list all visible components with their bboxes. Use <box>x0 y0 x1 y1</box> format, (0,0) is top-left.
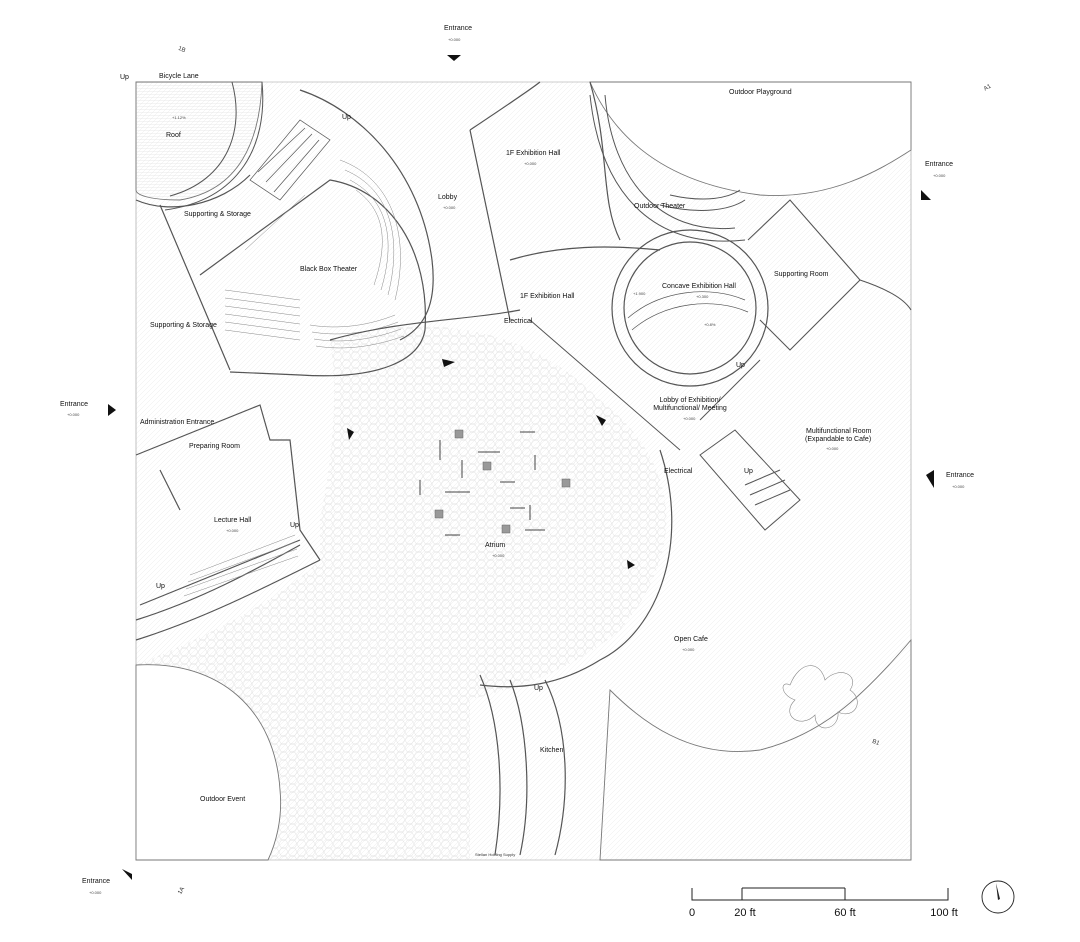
concave-slope: +0.8% <box>704 322 716 327</box>
concave-exhibition-hall-label: Concave Exhibition Hall <box>662 283 736 290</box>
entrance-left-label: Entrance <box>60 401 89 408</box>
outdoor-event-label: Outdoor Event <box>200 796 246 803</box>
outdoor-theater-label: Outdoor Theater <box>634 203 686 210</box>
entrance-bottom-left-label: Entrance <box>82 878 111 885</box>
scale-label-20: 20 ft <box>734 907 756 919</box>
entrance-left-elev: +0.000 <box>67 412 80 417</box>
multifunctional-room-label: Multifunctional Room <box>806 428 872 435</box>
administration-entrance-label: Administration Entrance <box>140 419 215 426</box>
bicycle-lane-band <box>164 81 264 211</box>
entrance-top-label: Entrance <box>444 25 473 32</box>
up-concave-label: Up <box>736 362 745 369</box>
open-cafe-label: Open Cafe <box>674 636 708 643</box>
up-lecture-1-label: Up <box>290 522 299 529</box>
black-box-theater-label: Black Box Theater <box>300 266 358 273</box>
theater-stairs <box>249 119 331 201</box>
lobby-elev: +0.000 <box>443 205 456 210</box>
outdoor-playground-label: Outdoor Playground <box>729 89 792 96</box>
atrium-display-lines <box>419 431 545 536</box>
concave-elev-2: +1.900 <box>633 291 646 296</box>
exhibition-hall-1f-top-label: 1F Exhibition Hall <box>506 150 561 157</box>
lobby-label: Lobby <box>438 194 458 201</box>
up-kitchen-label: Up <box>534 685 543 692</box>
atrium-wall <box>479 449 673 688</box>
exhibition-walls <box>299 81 661 341</box>
scale-label-100: 100 ft <box>930 907 958 919</box>
outdoor-theater-ring <box>589 94 746 242</box>
entrance-bottom-left-elev: +0.000 <box>89 890 102 895</box>
exhibition-hall-1f-top-elev: +0.000 <box>524 161 537 166</box>
outdoor-voids <box>135 81 912 861</box>
roof-elev: +1.12% <box>172 115 186 120</box>
multifunctional-elev: +0.000 <box>826 446 839 451</box>
lecture-hall-label: Lecture Hall <box>214 517 252 524</box>
black-box-theater-walls <box>135 174 427 377</box>
electrical-1-label: Electrical <box>504 318 533 325</box>
supporting-room-label: Supporting Room <box>774 271 829 278</box>
entrance-right-lower-label: Entrance <box>946 472 975 479</box>
cafe-loop-table <box>782 665 858 729</box>
atrium-display-blocks <box>434 429 571 534</box>
up-lecture-2-label: Up <box>156 583 165 590</box>
north-arrow <box>981 880 1015 914</box>
supporting-storage-2-label: Supporting & Storage <box>150 322 217 329</box>
scale-label-60: 60 ft <box>834 907 856 919</box>
bicycle-lane-label: Bicycle Lane <box>159 73 199 80</box>
lobby-exhibition-label: Lobby of Exhibition/ Multifunctional/ Me… <box>653 397 727 412</box>
up-lobby-label: Up <box>342 114 351 121</box>
exhibition-hall-1f-label: 1F Exhibition Hall <box>520 293 575 300</box>
entrance-markers <box>108 55 934 880</box>
kitchen-walls <box>479 674 566 856</box>
preparing-room-label: Preparing Room <box>189 443 240 450</box>
multifunctional-room-sub-label: (Expandable to Cafe) <box>805 436 872 443</box>
atrium-elev: +0.000 <box>492 553 505 558</box>
lobby-corridor <box>529 319 761 451</box>
concave-elev-1: +0.300 <box>696 294 709 299</box>
roof-label: Roof <box>166 132 181 139</box>
lecture-hall-rows <box>183 534 299 597</box>
scale-label-0: 0 <box>688 907 696 919</box>
supporting-storage-1-label: Supporting & Storage <box>184 211 251 218</box>
entrance-right-upper-elev: +0.000 <box>933 173 946 178</box>
atrium-label: Atrium <box>485 542 506 549</box>
up-services-label: Up <box>744 468 753 475</box>
scale-bar <box>691 887 949 901</box>
entrance-top-elev: +0.000 <box>448 37 461 42</box>
atrium-paving <box>136 326 667 860</box>
entrance-right-upper-label: Entrance <box>925 161 954 168</box>
supporting-room-walls <box>747 199 912 351</box>
kitchen-label: Kitchen <box>540 747 564 754</box>
concave-exhibition-circle <box>611 229 769 387</box>
electrical-2-label: Electrical <box>664 468 693 475</box>
service-core <box>699 429 801 531</box>
interior-direction-arrows <box>347 359 635 569</box>
up-top-left-label: Up <box>120 74 129 81</box>
entrance-right-lower-elev: +0.000 <box>952 484 965 489</box>
lecture-hall-elev: +0.000 <box>226 528 239 533</box>
lobby-exhibition-elev: +0.000 <box>683 416 696 421</box>
open-cafe-elev: +0.000 <box>682 647 695 652</box>
theater-seating <box>224 159 405 349</box>
bottom-note-label: Stellan Holding Supply <box>475 852 516 857</box>
